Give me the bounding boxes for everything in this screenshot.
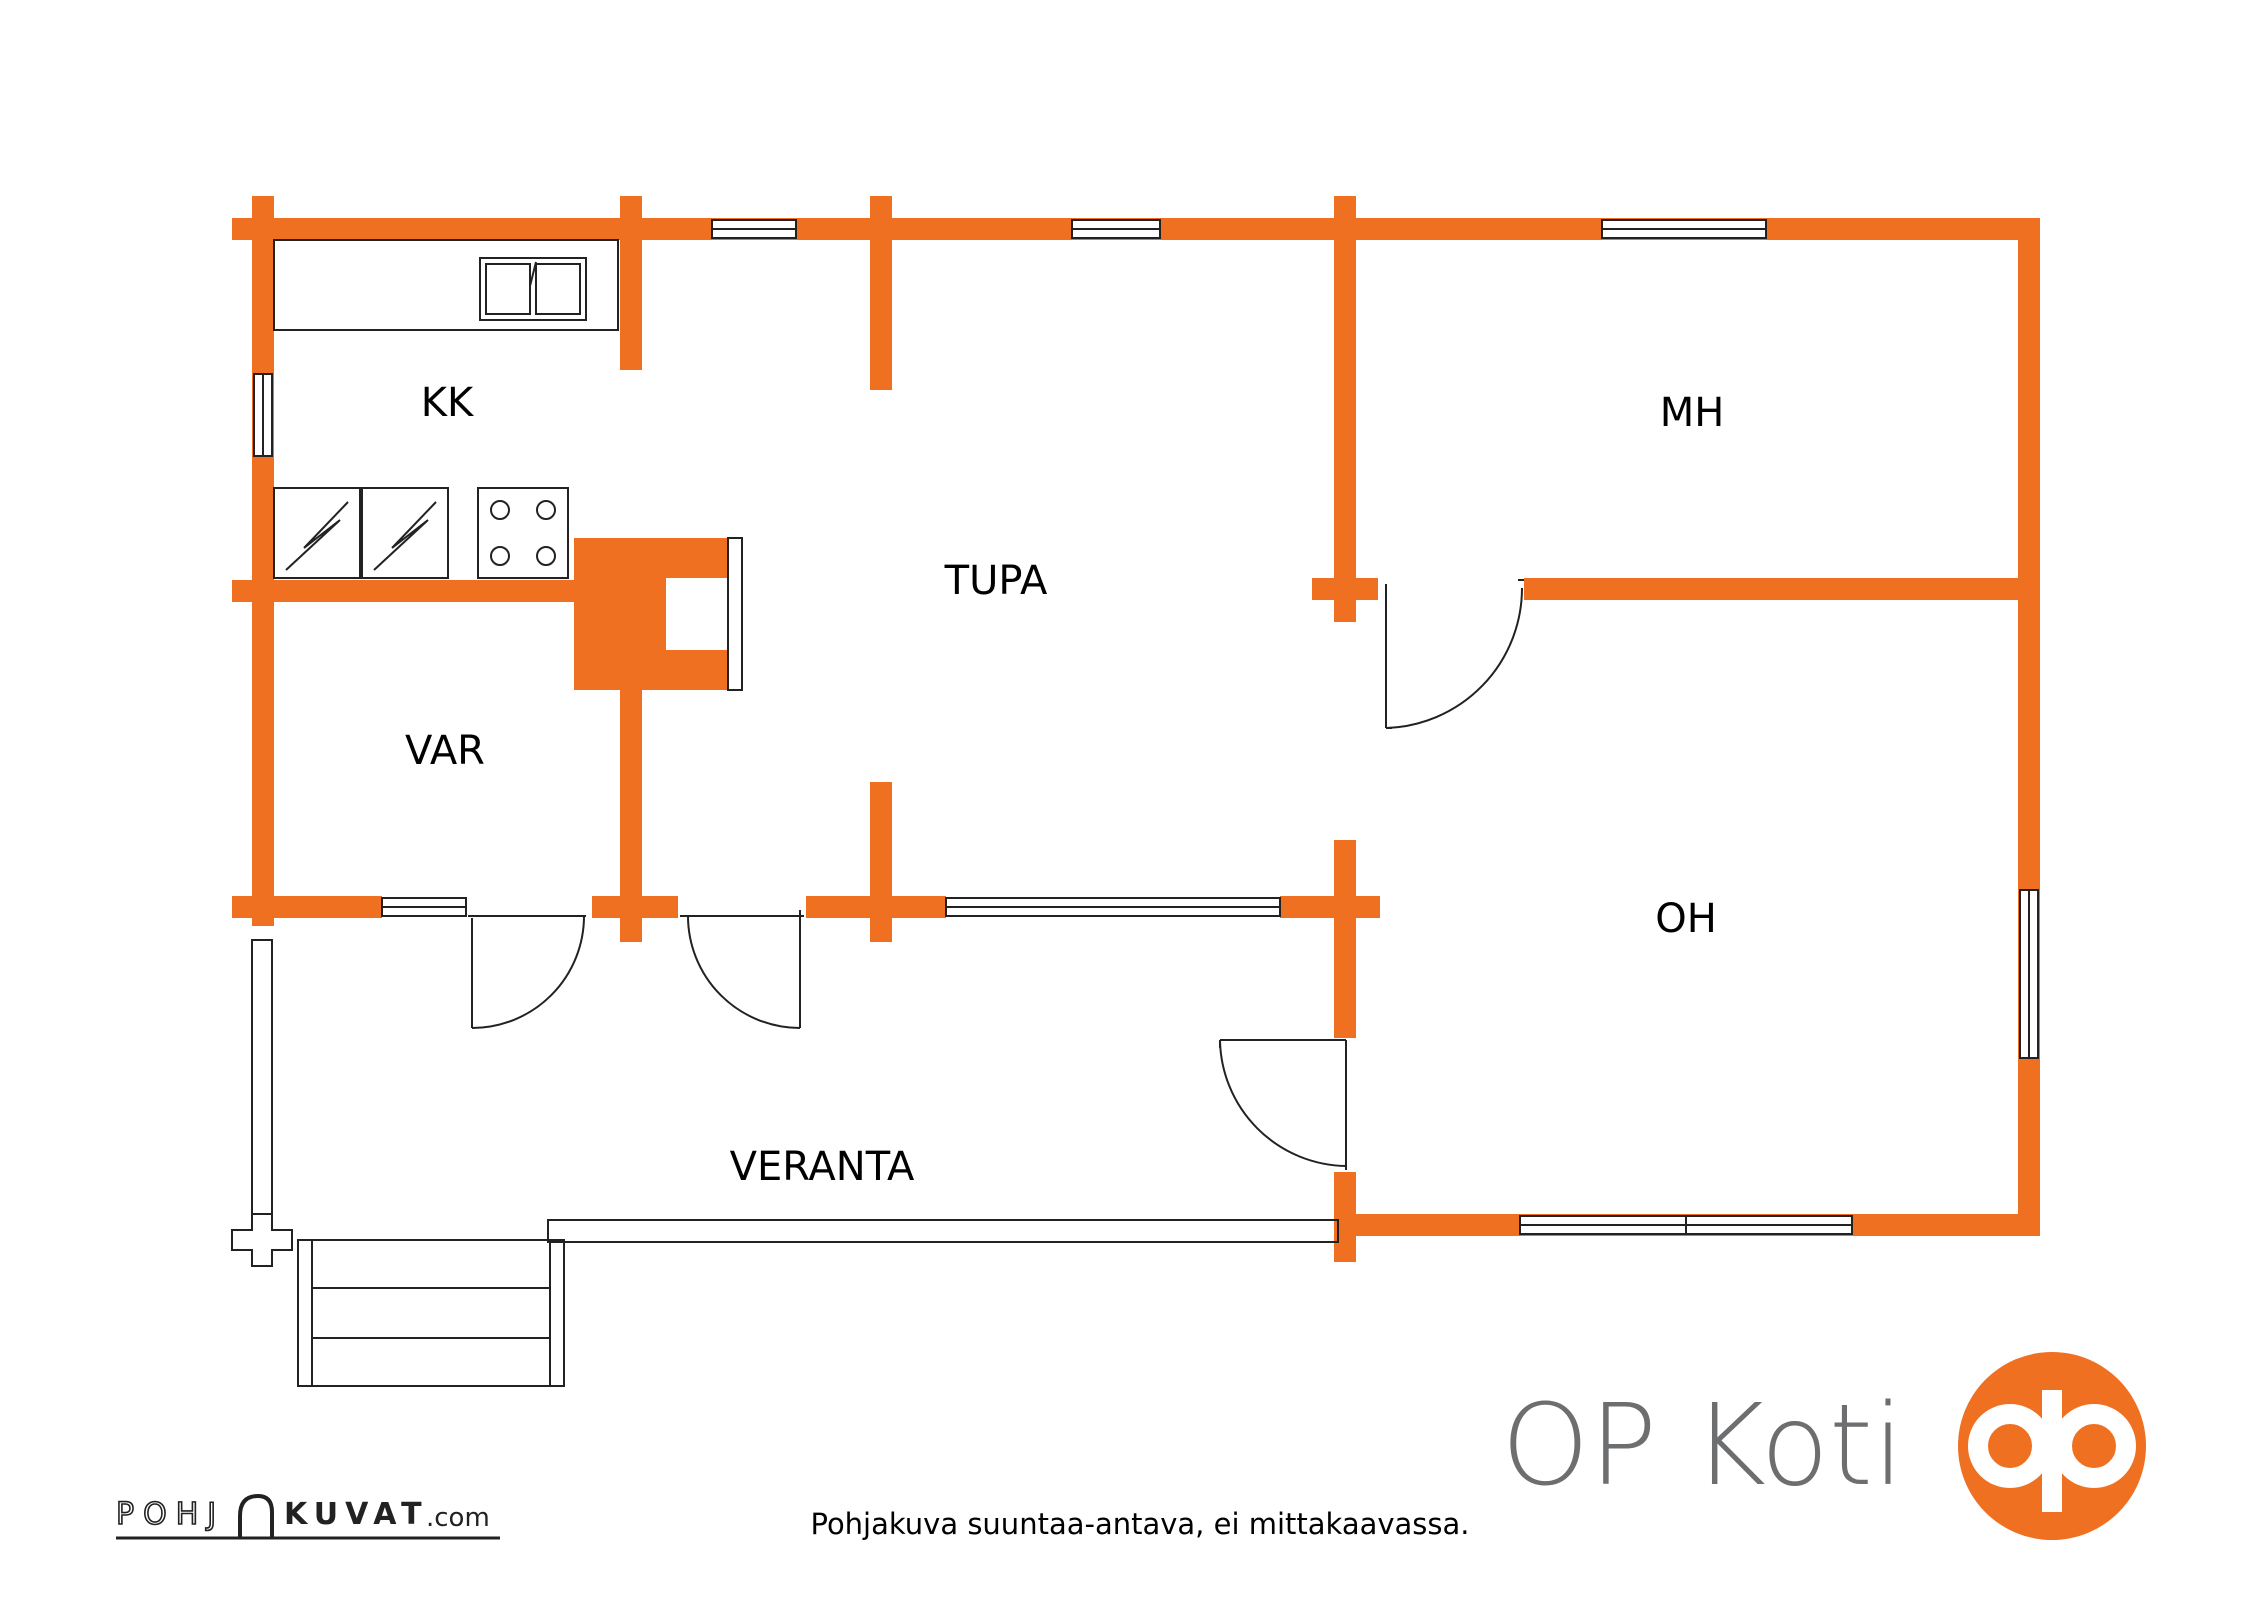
room-label-veranta: VERANTA [730,1144,915,1190]
stove-icon [477,487,569,579]
veranta-railing [231,939,1339,1387]
room-label-var: VAR [405,728,485,774]
walls [232,196,2040,1262]
doors [468,579,1524,1170]
sink-icon [479,257,587,321]
pohjakuvat-domain: .com [426,1503,490,1533]
room-label-mh: MH [1660,390,1725,436]
fridge-icon [273,487,449,579]
pohjakuvat-prefix: POHJ [116,1497,225,1532]
kitchen-fixtures [273,239,743,691]
windows [253,219,2039,1235]
brand-name: OP Koti [1501,1381,1904,1511]
pohjakuvat-logo: POHJ KUVAT .com [115,1493,500,1540]
pohjakuvat-suffix: KUVAT [284,1497,429,1532]
room-labels: KK TUPA MH VAR OH VERANTA [405,380,1724,1190]
op-logo-icon [1958,1352,2146,1540]
room-label-kk: KK [421,380,475,426]
room-label-oh: OH [1655,896,1717,942]
disclaimer-text: Pohjakuva suuntaa-antava, ei mittakaavas… [810,1507,1469,1541]
room-label-tupa: TUPA [944,558,1048,604]
